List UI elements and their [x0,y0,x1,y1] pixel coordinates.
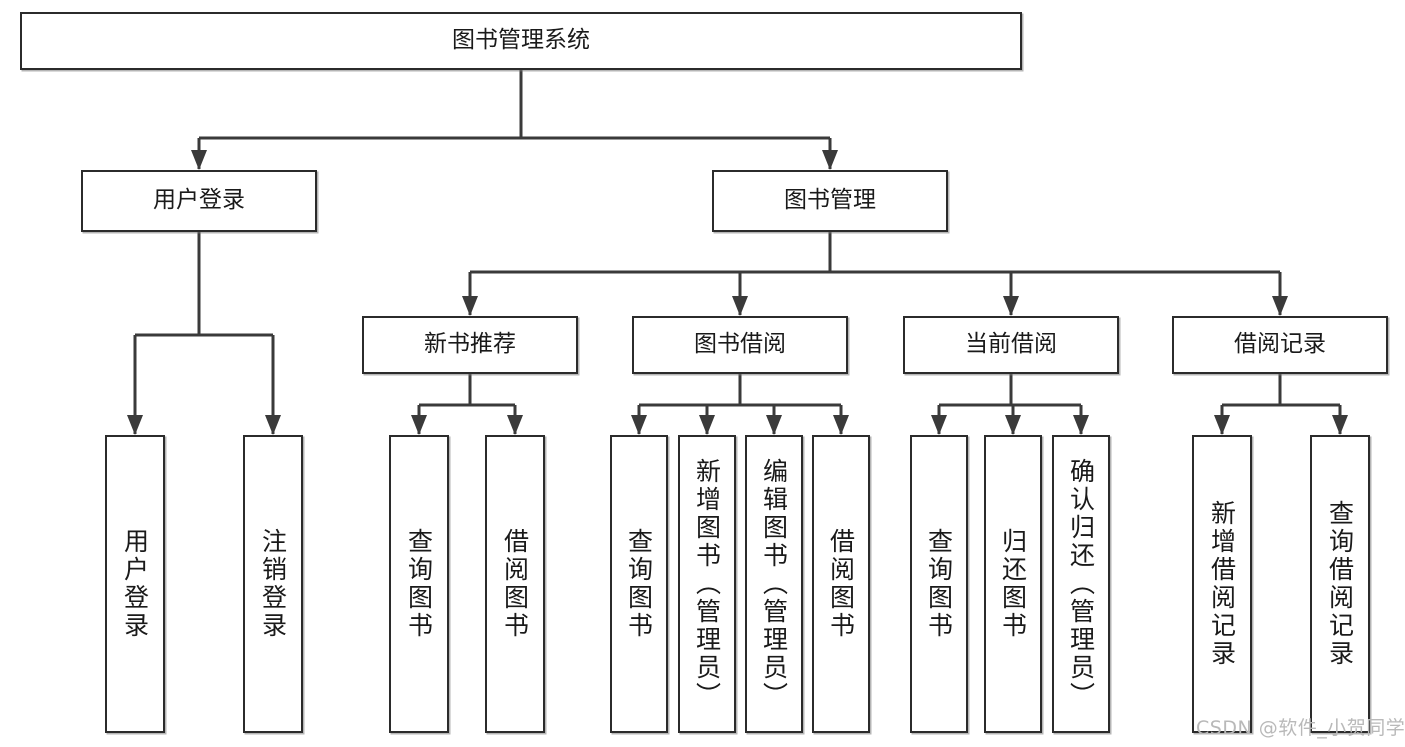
arrow-head-icon [1073,415,1089,435]
node-label: 查询图书 [624,528,654,640]
arrow-head-icon [766,415,782,435]
arrow-head-icon [822,150,838,170]
node-label: 图书借阅 [694,331,786,358]
node-label: 借阅图书 [500,528,530,640]
node-label: 注销登录 [258,528,288,640]
node-newbook[interactable]: 新书推荐 [362,316,578,374]
node-label: 图书管理系统 [452,27,590,54]
node-n-query[interactable]: 查询图书 [389,435,449,733]
node-label: 用户登录 [153,187,245,214]
arrow-head-icon [1003,296,1019,316]
node-bookmgmt[interactable]: 图书管理 [712,170,948,232]
arrow-head-icon [462,296,478,316]
arrow-head-icon [732,296,748,316]
node-label: 归还图书 [998,528,1028,640]
node-b-edit[interactable]: 编辑图书（管理员） [745,435,803,733]
arrow-head-icon [507,415,523,435]
node-label: 借阅记录 [1234,331,1326,358]
arrow-head-icon [699,415,715,435]
arrow-head-icon [1214,415,1230,435]
node-label: 新增借阅记录 [1207,500,1237,668]
node-b-add[interactable]: 新增图书（管理员） [678,435,736,733]
node-n-borrow[interactable]: 借阅图书 [485,435,545,733]
arrow-head-icon [411,415,427,435]
arrow-head-icon [1332,415,1348,435]
node-label: 新书推荐 [424,331,516,358]
node-l-login[interactable]: 用户登录 [105,435,165,733]
node-login[interactable]: 用户登录 [81,170,317,232]
node-root[interactable]: 图书管理系统 [20,12,1022,70]
node-records[interactable]: 借阅记录 [1172,316,1388,374]
arrow-head-icon [833,415,849,435]
node-b-borrow[interactable]: 借阅图书 [812,435,870,733]
arrow-head-icon [1272,296,1288,316]
arrow-head-icon [191,150,207,170]
arrow-head-icon [1005,415,1021,435]
arrow-head-icon [631,415,647,435]
node-label: 确认归还（管理员） [1066,458,1096,710]
node-c-return[interactable]: 归还图书 [984,435,1042,733]
node-r-add[interactable]: 新增借阅记录 [1192,435,1252,733]
node-b-query[interactable]: 查询图书 [610,435,668,733]
node-c-confirm[interactable]: 确认归还（管理员） [1052,435,1110,733]
node-borrow[interactable]: 图书借阅 [632,316,848,374]
node-current[interactable]: 当前借阅 [903,316,1119,374]
node-label: 查询借阅记录 [1325,500,1355,668]
node-label: 当前借阅 [965,331,1057,358]
node-label: 新增图书（管理员） [692,458,722,710]
node-label: 查询图书 [924,528,954,640]
node-r-query[interactable]: 查询借阅记录 [1310,435,1370,733]
node-l-logout[interactable]: 注销登录 [243,435,303,733]
arrow-head-icon [127,415,143,435]
arrow-head-icon [265,415,281,435]
node-label: 借阅图书 [826,528,856,640]
node-label: 用户登录 [120,528,150,640]
arrow-head-icon [931,415,947,435]
node-label: 图书管理 [784,187,876,214]
node-label: 查询图书 [404,528,434,640]
node-label: 编辑图书（管理员） [759,458,789,710]
node-c-query[interactable]: 查询图书 [910,435,968,733]
